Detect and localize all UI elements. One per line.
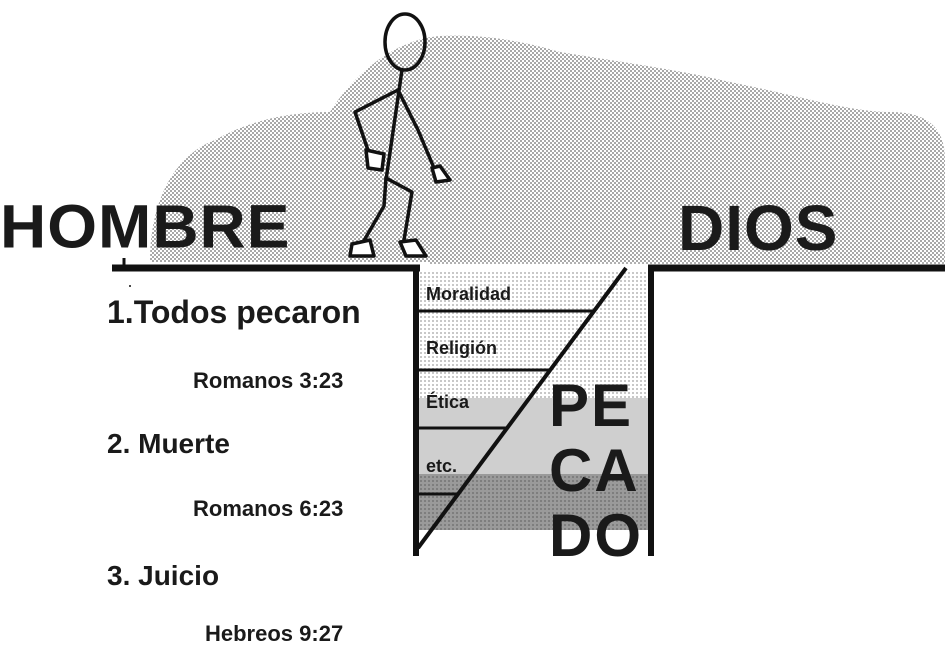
chasm-lower bbox=[418, 474, 650, 530]
chasm-upper bbox=[418, 270, 650, 400]
chasm-word-line-1: PE bbox=[549, 372, 634, 439]
step-label-etica: Ética bbox=[426, 392, 470, 412]
point-2-reference: Romanos 6:23 bbox=[193, 496, 344, 521]
label-hombre: HOMBRE bbox=[0, 192, 291, 261]
label-dios: DIOS bbox=[678, 192, 839, 264]
chasm-word-line-3: DO bbox=[549, 502, 643, 569]
point-2-title: 2. Muerte bbox=[107, 428, 230, 459]
point-3-reference: Hebreos 9:27 bbox=[205, 621, 344, 645]
step-label-religion: Religión bbox=[426, 338, 497, 358]
stick-figure-icon bbox=[348, 12, 452, 258]
sky-band bbox=[430, 196, 945, 264]
point-1-title: 1.Todos pecaron bbox=[107, 294, 361, 330]
point-1-reference: Romanos 3:23 bbox=[193, 368, 344, 393]
step-label-moralidad: Moralidad bbox=[426, 284, 512, 304]
point-3-title: 3. Juicio bbox=[107, 560, 220, 591]
step-label-etc: etc. bbox=[426, 456, 458, 476]
chasm-middle bbox=[418, 398, 650, 476]
chasm-word-line-2: CA bbox=[549, 437, 640, 504]
dot-mark bbox=[129, 285, 131, 287]
ramp-diagonal bbox=[416, 266, 628, 550]
